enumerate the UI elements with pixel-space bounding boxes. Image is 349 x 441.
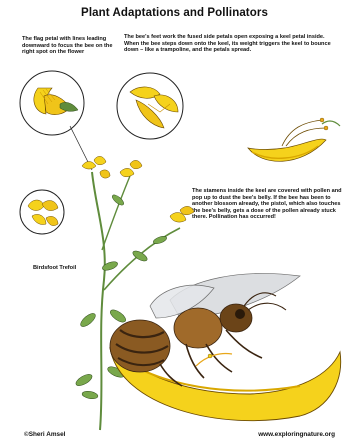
bee-feet-inset xyxy=(117,73,183,139)
copyright-credit: ©Sheri Amsel xyxy=(24,431,65,438)
website-url: www.exploringnature.org xyxy=(258,431,335,438)
bee-on-keel xyxy=(110,273,341,420)
flag-petal-inset xyxy=(20,71,84,135)
flower-cluster-inset xyxy=(20,190,64,234)
keel-with-stamens xyxy=(248,118,340,161)
